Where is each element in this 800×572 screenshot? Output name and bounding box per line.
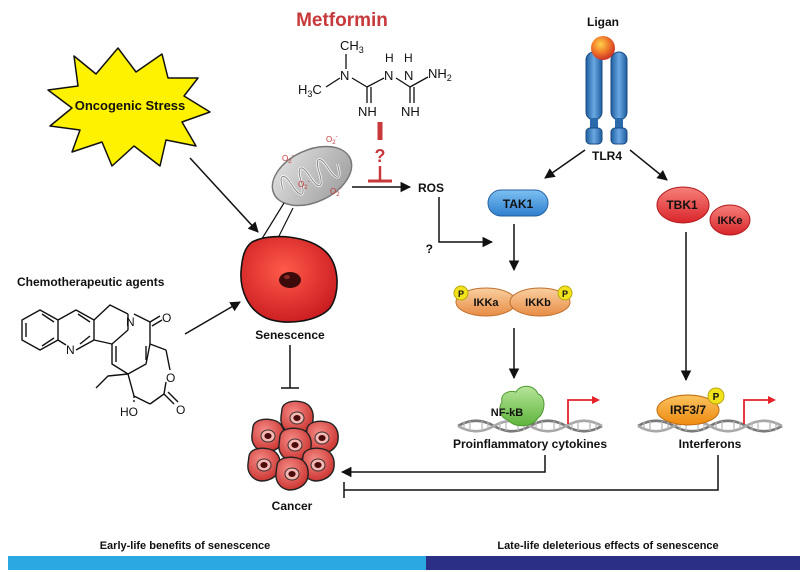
bottom-left-text: Early-life benefits of senescence — [100, 540, 271, 552]
ikka-label: IKKa — [473, 297, 499, 309]
oncogenic-stress-label: Oncogenic Stress — [75, 98, 186, 113]
nh-right: NH — [401, 104, 420, 119]
cancer-label: Cancer — [272, 499, 313, 513]
chemo-o-ring: O — [166, 371, 175, 385]
oncogenic-stress-star: Oncogenic Stress — [47, 47, 211, 167]
ros-label: ROS — [418, 181, 444, 195]
nh-left: NH — [358, 104, 377, 119]
nfkb-gene: NF-kB Proinflammatory cytokines — [453, 385, 607, 451]
n-top2: N — [404, 68, 413, 83]
metformin-label: Metformin — [296, 10, 388, 31]
receptor-arrows — [544, 149, 668, 181]
ikk-complex: IKKa IKKb P P — [453, 285, 573, 317]
chemo-o-lactone: O — [176, 403, 185, 417]
n-left: N — [340, 68, 349, 83]
bottom-right-text: Late-life deleterious effects of senesce… — [497, 540, 718, 552]
h-top1: H — [385, 51, 394, 65]
interferons-label: Interferons — [679, 437, 742, 451]
p-badge-irf: P — [713, 392, 720, 403]
tbk1-label: TBK1 — [666, 198, 698, 212]
ikke-label: IKKe — [717, 215, 742, 227]
h3c: H3C — [298, 82, 322, 99]
cancer-cluster: Cancer — [247, 400, 339, 513]
ch3-top: CH3 — [340, 38, 364, 55]
ligan-label: Ligan — [587, 15, 619, 29]
o2-label-2: O2- — [282, 153, 294, 165]
chemo-label: Chemotherapeutic agents — [17, 275, 165, 289]
o2-label-4: O2- — [330, 186, 342, 198]
metformin-inhibition: ? — [368, 122, 392, 183]
bottom-bar: Early-life benefits of senescence Late-l… — [8, 540, 800, 570]
bottom-bar-right — [426, 556, 800, 570]
senescence-label: Senescence — [255, 328, 325, 342]
chemo-structure: Chemotherapeutic agents — [17, 275, 185, 419]
chemo-n-ring: N — [66, 343, 75, 357]
feedback-lines — [340, 455, 719, 498]
ros-question: ? — [426, 242, 433, 256]
n-top1: N — [384, 68, 393, 83]
tbk1-node: TBK1 IKKe — [656, 186, 751, 236]
tak1-label: TAK1 — [503, 197, 534, 211]
chemo-ho: HO — [120, 405, 138, 419]
irf-label: IRF3/7 — [670, 403, 706, 417]
metformin-question: ? — [375, 146, 386, 166]
bottom-bar-left — [8, 556, 426, 570]
h-top2: H — [404, 51, 413, 65]
nfkb-label: NF-kB — [491, 407, 523, 419]
tak1-node: TAK1 — [487, 189, 549, 217]
tlr4-receptor: Ligan TLR4 — [585, 15, 628, 163]
senescent-cell: Senescence — [240, 235, 338, 342]
metformin-structure: Metformin CH3 N H3C H N H N NH2 NH NH — [296, 10, 452, 119]
chemo-n-five: N — [126, 315, 135, 329]
p-badge-ikka: P — [458, 289, 464, 299]
p-badge-ikkb: P — [562, 289, 568, 299]
tlr4-label: TLR4 — [592, 149, 622, 163]
o2-label-3: O2- — [298, 179, 310, 191]
ikkb-label: IKKb — [525, 297, 551, 309]
irf-gene: IRF3/7 P Interferons — [636, 387, 784, 451]
proinflammatory-label: Proinflammatory cytokines — [453, 437, 607, 451]
nh2: NH2 — [428, 66, 452, 83]
mitochondrion: O2- O2- O2- O2- — [271, 134, 353, 207]
chemo-o-carbonyl: O — [162, 311, 171, 325]
o2-label-1: O2- — [326, 134, 338, 146]
left-arrows — [184, 157, 494, 389]
